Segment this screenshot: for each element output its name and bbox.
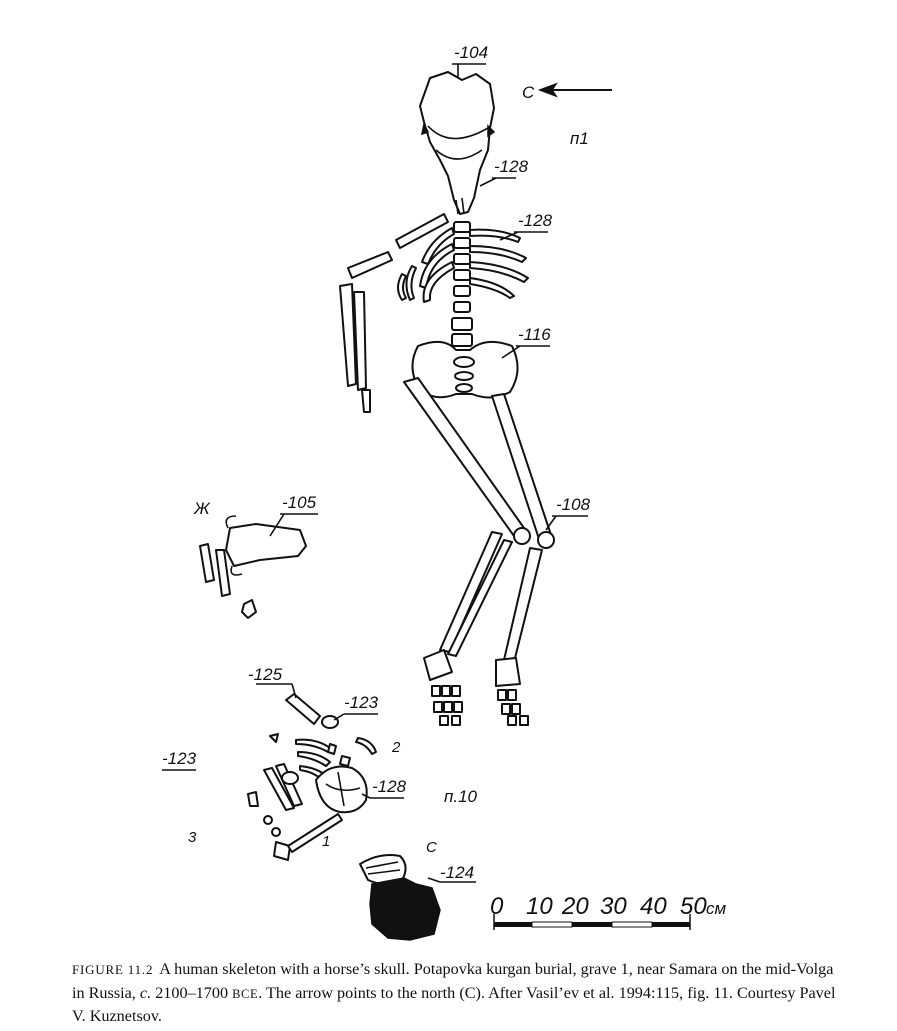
- arm-bones: [339, 283, 371, 413]
- caption-era: BCE: [232, 986, 259, 1001]
- foot-bones-right: [497, 689, 529, 726]
- pot-124: [359, 854, 441, 941]
- shoulder-bones: [347, 213, 449, 279]
- label-c-low: С: [426, 839, 437, 856]
- scale-bar: 0 10 20 30 40 50 см: [490, 893, 727, 930]
- label-123-right: -123: [344, 693, 379, 712]
- label-123-left: -123: [162, 749, 197, 768]
- label-124: -124: [440, 863, 474, 882]
- scale-tick: 20: [561, 893, 589, 920]
- north-arrow: [537, 82, 612, 98]
- leader-lines: [162, 63, 588, 883]
- leg-bones: [403, 377, 555, 726]
- scattered-bones: [247, 693, 377, 861]
- scale-tick: 10: [526, 893, 553, 920]
- label-1: 1: [322, 833, 330, 850]
- label-116: -116: [518, 325, 551, 344]
- label-p1: п1: [570, 129, 589, 148]
- human-skull-128: [287, 765, 368, 853]
- figure-label: FIGURE 11.2: [72, 962, 154, 977]
- label-108: -108: [556, 495, 591, 514]
- caption-date-range: 2100–1700: [155, 983, 229, 1002]
- label-105: -105: [282, 493, 317, 512]
- scale-tick: 50: [680, 893, 707, 920]
- pelvis: [411, 340, 519, 399]
- label-north-c: C: [522, 83, 535, 102]
- scale-unit: см: [706, 899, 727, 918]
- label-104: -104: [454, 43, 488, 62]
- foot-bones-left: [431, 685, 463, 726]
- animal-skull-105: [199, 515, 307, 619]
- label-128-low: -128: [372, 777, 407, 796]
- label-3: 3: [188, 829, 197, 846]
- label-128-ribs: -128: [518, 211, 553, 230]
- horse-skull: [419, 71, 496, 215]
- scale-tick: 40: [640, 893, 667, 920]
- label-128-skull: -128: [494, 157, 529, 176]
- caption-text-1: A human skeleton with a horse’s skull. P…: [72, 960, 834, 1002]
- caption-text-3: . The arrow points to the north (C). Aft…: [72, 983, 836, 1026]
- scale-tick: 0: [490, 893, 504, 920]
- scale-tick: 30: [600, 893, 627, 920]
- ribs: [397, 227, 529, 303]
- label-zh: Ж: [193, 499, 211, 518]
- label-p10: п.10: [444, 787, 478, 806]
- spine: [451, 221, 473, 347]
- label-125: -125: [248, 665, 283, 684]
- burial-drawing: 0 10 20 30 40 50 см -104 C п1 -128 -128 …: [162, 43, 727, 941]
- label-2: 2: [391, 739, 401, 756]
- caption-circa: c.: [139, 983, 152, 1002]
